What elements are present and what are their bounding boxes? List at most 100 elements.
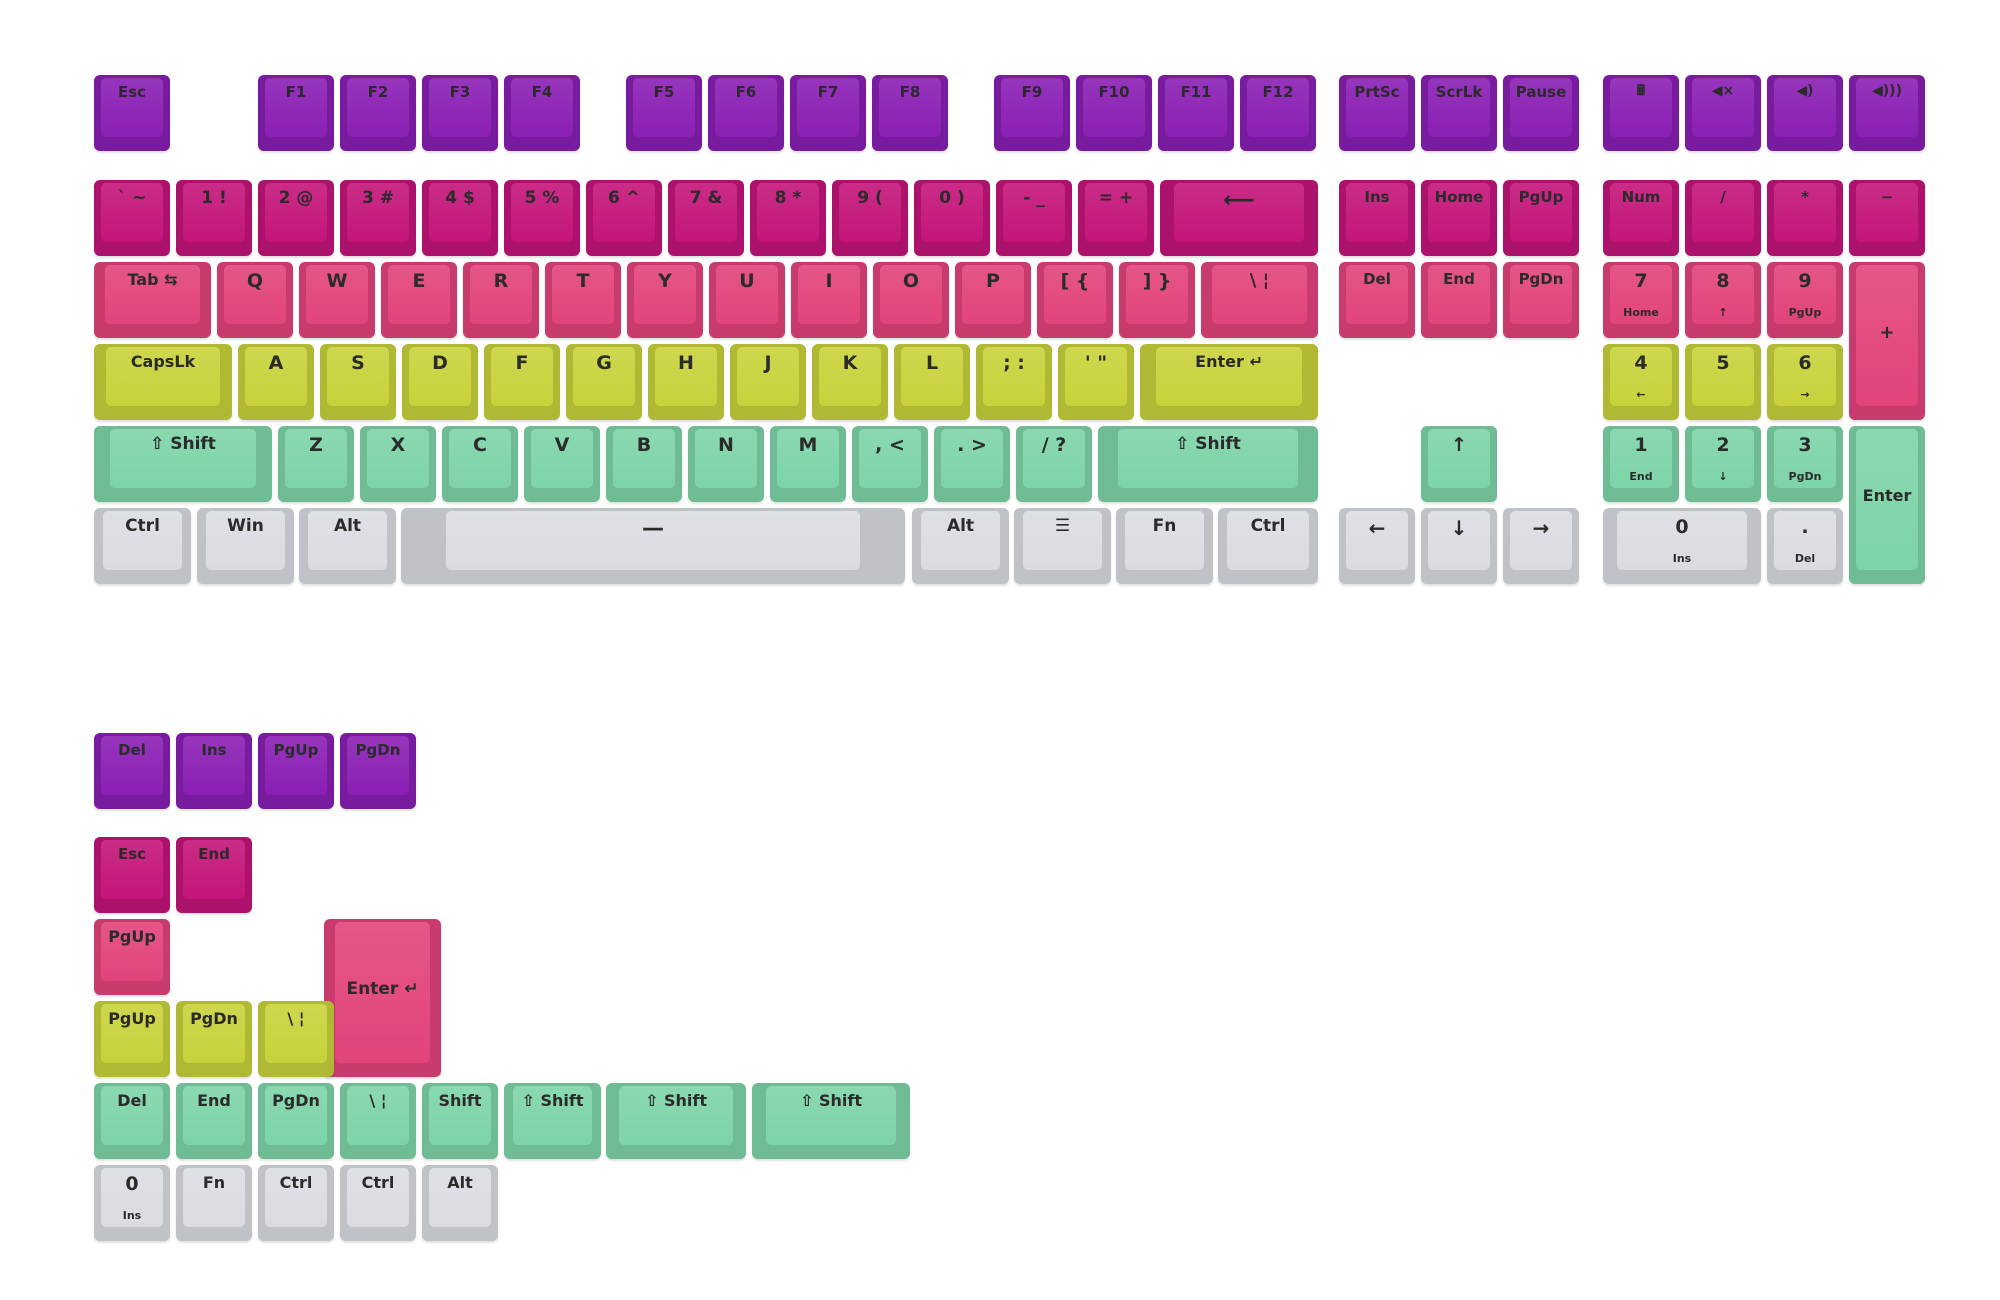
keycap: F5 [626,75,702,151]
keycap-top [796,78,860,137]
keycap-top [1022,429,1086,488]
keycap-top [264,78,328,137]
keycap: − [1849,180,1925,256]
keycap: ⇧ Shift [504,1083,601,1159]
keycap-top [428,78,492,137]
keycap-legend: K [842,352,858,374]
keycap-top [264,1086,328,1145]
keycap-legend: 0 ) [939,188,965,208]
keycap-legend: X [390,434,406,456]
keycap: End [176,1083,252,1159]
keycap-legend: + [1879,322,1895,343]
keycap: 0 ) [914,180,990,256]
keycap-top [1345,183,1409,242]
keycap: Ctrl [94,508,191,584]
keycap-top [1174,183,1304,242]
keycap: 4 $ [422,180,498,256]
keycap: Ins [176,733,252,809]
keycap: Esc [94,75,170,151]
keycap: Alt [912,508,1009,584]
keycap-top [838,183,902,242]
keycap-top [428,183,492,242]
keycap-legend: A [268,352,284,374]
keycap: T [545,262,621,338]
keycap-legend: , < [875,434,905,456]
keycap: O [873,262,949,338]
keycap-top [448,429,512,488]
keycap-legend: T [576,270,590,292]
keycap-legend: Ctrl [125,516,160,536]
keycap-legend: F5 [653,83,675,101]
keycap-legend: H [678,352,694,374]
keycap: 8 * [750,180,826,256]
keycap-legend: ⟵ [1223,188,1255,213]
keycap-legend: = + [1098,188,1134,208]
keycap-top [428,1168,492,1227]
keycap: ⇧ Shift [606,1083,746,1159]
keycap-top [736,347,800,406]
keycap: Num [1603,180,1679,256]
keycap-top [1084,183,1148,242]
keycap-top [182,1168,246,1227]
keycap-legend: F3 [449,83,471,101]
keycap-legend: 4 $ [445,188,475,208]
keycap-top [512,1086,593,1145]
keycap: F3 [422,75,498,151]
enter-arrow-icon: Enter ↵ [1140,344,1318,420]
keycap: F10 [1076,75,1152,151]
keycap-legend: 1 [1634,434,1648,456]
keycap-legend: W [326,270,348,292]
keycap-top [1609,347,1673,406]
keycap-legend: PgDn [355,741,401,759]
keycap-top [264,1168,328,1227]
keycap: \ ¦ [1201,262,1318,338]
keycap-legend: Pause [1515,83,1567,101]
keycap-legend: ⇧ Shift [1175,434,1241,454]
keycap-legend: R [493,270,509,292]
keycap-top [1022,511,1103,570]
tab-arrows-icon: Tab ⇆ [94,262,211,338]
keycap-legend: F12 [1262,83,1294,101]
keycap-legend: J [764,352,772,374]
keycap: PgDn [258,1083,334,1159]
keycap-legend: N [718,434,734,456]
keycap-sub-legend: ↑ [1718,306,1728,319]
keycap-legend: Fn [202,1173,226,1192]
keycap-legend: . > [957,434,987,456]
keycap-sub-legend: Ins [1672,552,1692,565]
keycap-legend: → [1532,516,1550,540]
keycap-top [100,840,164,899]
keycap-top [612,429,676,488]
keycap-top [428,1086,492,1145]
keycap-top [572,347,636,406]
keycap-top [1691,183,1755,242]
backspace-arrow-icon: ⟵ [1160,180,1318,256]
keycap-top [104,265,201,324]
keycap: PgUp [94,1001,170,1077]
keycap-top [510,183,574,242]
keycap: G [566,344,642,420]
keycap: Esc [94,837,170,913]
keycap-top [100,183,164,242]
keycap: Ins [1339,180,1415,256]
keycap-legend: PrtSc [1354,83,1400,101]
keycap-legend: Home [1434,188,1484,206]
keycap-top [284,429,348,488]
keycap-legend: \ ¦ [369,1091,387,1110]
keycap-top [1082,78,1146,137]
keycap-legend: F9 [1021,83,1043,101]
keycap-top [346,1168,410,1227]
keycap-top [1427,429,1491,488]
keycap-legend: P [986,270,1000,292]
keycap-legend: ◀) [1796,83,1814,99]
keycap: = + [1078,180,1154,256]
keycap: V [524,426,600,502]
keycap-top [182,840,246,899]
keycap: PgDn [340,733,416,809]
keycap: - _ [996,180,1072,256]
keycap: PgUp [258,733,334,809]
keycap-legend: 9 ( [857,188,883,208]
keycap: Del [1339,262,1415,338]
keycap: P [955,262,1031,338]
keycap: F7 [790,75,866,151]
